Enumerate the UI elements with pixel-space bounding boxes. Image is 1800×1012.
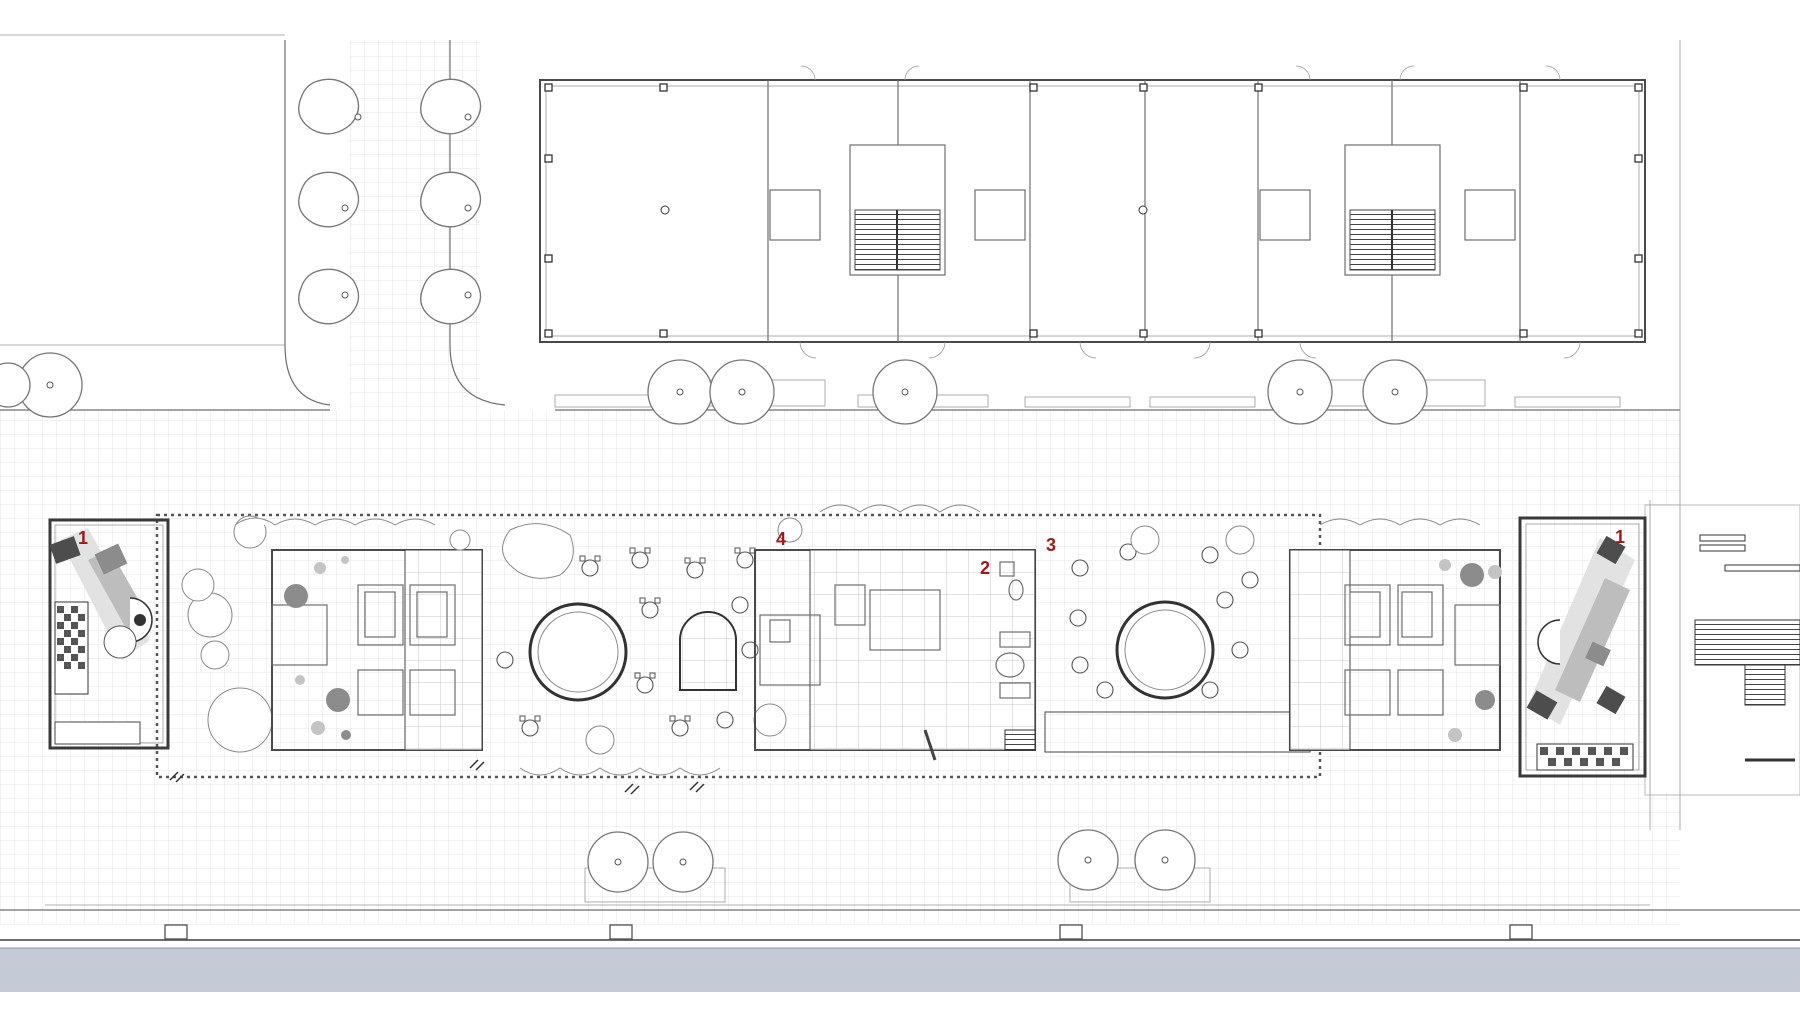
planter-belt <box>234 504 1481 776</box>
cafe-courtyard-west <box>449 517 803 755</box>
label-2: 2 <box>980 558 990 578</box>
cafe-tables <box>496 547 759 737</box>
east-core <box>1289 549 1502 751</box>
label-1-east: 1 <box>1615 527 1625 547</box>
label-4: 4 <box>776 529 786 549</box>
label-1-west: 1 <box>78 528 88 548</box>
label-3: 3 <box>1046 535 1056 555</box>
ground-paving <box>0 34 1800 925</box>
street-trees-upper <box>0 352 1621 425</box>
road-band <box>0 924 1800 992</box>
upper-core-left <box>769 144 1026 276</box>
central-building <box>754 549 1036 761</box>
cafe-courtyard-east <box>1044 525 1311 753</box>
main-building <box>48 504 1647 779</box>
plan-number-labels: 1 4 2 3 1 <box>78 527 1625 578</box>
east-play-area <box>1694 534 1800 762</box>
east-pavilion <box>1518 516 1647 778</box>
west-pavilion <box>48 518 170 750</box>
west-core <box>271 549 483 751</box>
upper-building <box>539 65 1646 359</box>
avenue-trees <box>298 78 482 325</box>
plaza-planters <box>169 759 1211 903</box>
upper-core-right <box>1259 144 1516 276</box>
bollards <box>164 924 1533 940</box>
